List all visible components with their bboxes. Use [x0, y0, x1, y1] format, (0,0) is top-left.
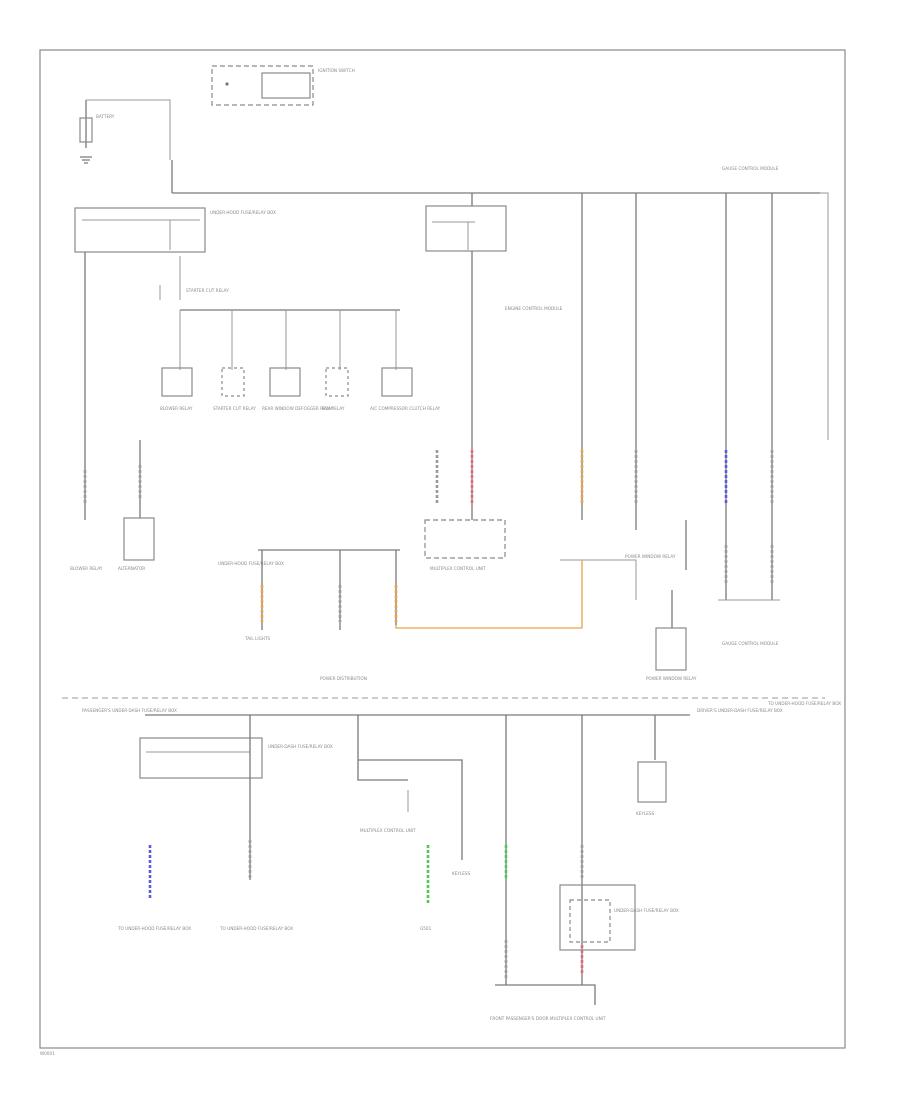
underdash-fuse-box [139, 737, 263, 779]
lower-drop-2b [358, 759, 463, 860]
defogger-relay-box [269, 367, 301, 397]
blower-relay-box [161, 367, 193, 397]
power-window-label: POWER WINDOW RELAY [625, 554, 676, 559]
battery-label: BATTERY [96, 114, 115, 119]
diagram-frame [39, 49, 846, 1049]
left-drop-label: BLOWER RELAY [70, 566, 103, 571]
tail-lights-label: TAIL LIGHTS [244, 636, 271, 641]
ac-relay-box [381, 367, 413, 397]
fan-relay-label: FAN RELAY [322, 406, 345, 411]
right-module-label: GAUGE CONTROL MODULE [722, 641, 779, 646]
lower-fuse-box [559, 884, 636, 951]
right-ref-label: TO UNDER-HOOD FUSE/RELAY BOX [767, 701, 841, 706]
ignition-switch-box [211, 65, 314, 106]
underhood-right-inner [432, 221, 475, 250]
orange-link [395, 560, 583, 629]
underhood-fuse-box-right [425, 205, 507, 252]
pw-relay-lead [671, 520, 687, 628]
blower-relay-label: BLOWER RELAY [160, 406, 193, 411]
relay-branch-label: STARTER CUT RELAY [186, 288, 229, 293]
battery-cell [79, 117, 93, 143]
driver-underdash-label: DRIVER'S UNDER-DASH FUSE/RELAY BOX [697, 708, 783, 713]
footer-code: W0001 [40, 1051, 55, 1056]
ground-label: G501 [420, 926, 432, 931]
front-passenger-door-label: FRONT PASSENGER'S DOOR MULTIPLEX CONTROL… [490, 1016, 606, 1021]
relay-branch-feed [159, 256, 181, 300]
keyless-box [637, 761, 667, 803]
ignition-switch-inner [261, 72, 311, 99]
passenger-underdash-label: PASSENGER'S UNDER-DASH FUSE/RELAY BOX [82, 708, 177, 713]
ignition-switch-label: IGNITION SWITCH [318, 68, 355, 73]
power-distribution-label: POWER DISTRIBUTION [320, 676, 367, 681]
ecm-label: ENGINE CONTROL MODULE [505, 306, 563, 311]
relay-row-label: UNDER-HOOD FUSE/RELAY BOX [218, 561, 284, 566]
battery-ground [80, 156, 92, 164]
keyless-label: KEYLESS [636, 811, 655, 816]
to-underhood-a-label: TO UNDER-HOOD FUSE/RELAY BOX [117, 926, 191, 931]
starter-relay-label: STARTER CUT RELAY [213, 406, 256, 411]
bottom-bus [495, 984, 596, 1005]
ignition-switch-contact [225, 82, 229, 86]
lower-right-ref: KEYLESS [452, 871, 471, 876]
defogger-relay-label: REAR WINDOW DEFOGGER RELAY [262, 406, 334, 411]
fuse-a-switch [560, 559, 637, 600]
fan-relay-box [325, 367, 349, 397]
pw-relay-box [655, 627, 687, 671]
lower-fuse-label: UNDER-DASH FUSE/RELAY BOX [614, 908, 679, 913]
battery-feed [86, 99, 171, 160]
right-feed [820, 192, 829, 440]
underhood-fuse-box-left [74, 207, 206, 253]
underhood-fuse-box-left-label: UNDER-HOOD FUSE/RELAY BOX [210, 210, 276, 215]
lower-switch-label: MULTIPLEX CONTROL UNIT [360, 828, 416, 833]
lower-drop-2 [357, 715, 408, 781]
alternator-label: ALTERNATOR [118, 566, 145, 571]
lower-fuse-inner [569, 899, 611, 943]
starter-relay-box [221, 367, 245, 397]
multiplex-label: MULTIPLEX CONTROL UNIT [430, 566, 486, 571]
underhood-left-inner [82, 219, 200, 250]
underdash-fuse-box-label: UNDER-DASH FUSE/RELAY BOX [268, 744, 333, 749]
ac-relay-label: A/C COMPRESSOR CLUTCH RELAY [370, 406, 441, 411]
pw-relay-label: POWER WINDOW RELAY [646, 676, 697, 681]
to-underhood-b-label: TO UNDER-HOOD FUSE/RELAY BOX [219, 926, 293, 931]
multiplex-box [424, 519, 506, 559]
gauge-control-module-label: GAUGE CONTROL MODULE [722, 166, 779, 171]
alternator-box [123, 517, 155, 561]
